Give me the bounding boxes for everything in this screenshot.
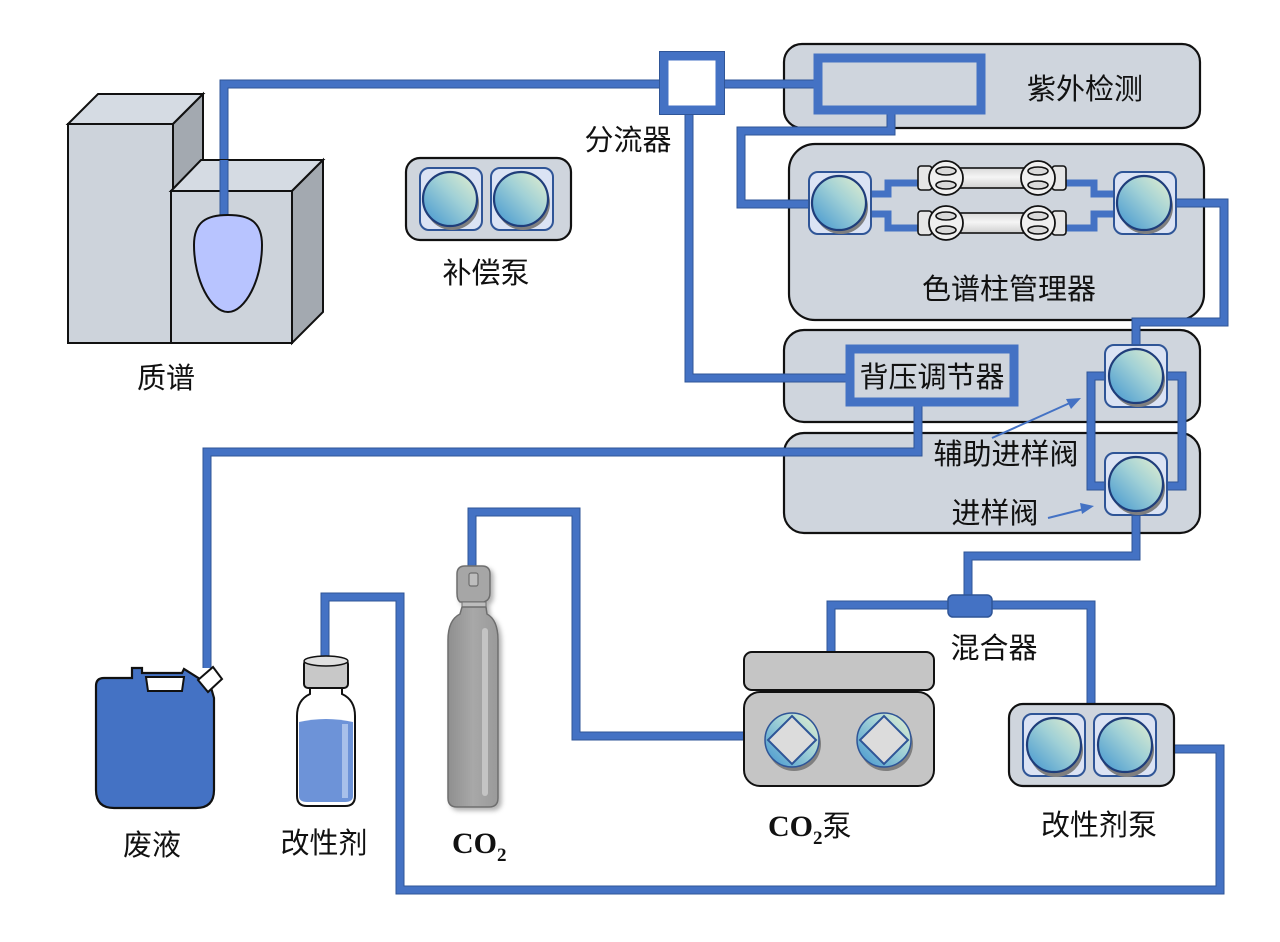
label-co2-cylinder: CO2 [452,827,507,866]
column-icon [917,205,1067,241]
uv-flow-cell [813,53,986,115]
pump-head-icon [1096,716,1154,774]
makeup-pump [404,156,573,242]
splitter [659,51,725,115]
label-waste: 废液 [123,828,181,862]
label-mixer: 混合器 [950,631,1037,665]
co2-cylinder-icon [447,565,499,808]
label-modifier: 改性剂 [280,826,367,860]
label-makeup-pump: 补偿泵 [442,256,529,290]
injection-panel [782,431,1202,535]
chromatography-columns [917,160,1067,241]
pipe-mixer-co2pump [826,600,950,652]
mass-spectrometer [65,91,326,346]
pump-head-icon [764,712,821,771]
label-injection-valve: 进样阀 [951,496,1038,530]
pump-head-icon [856,712,913,771]
valve-icon [1115,174,1173,232]
ion-source-icon [192,213,264,314]
valve-icon [810,174,868,232]
label-column-manager: 色谱柱管理器 [922,272,1096,306]
label-aux-injection-valve: 辅助进样阀 [933,437,1078,471]
label-mass-spec: 质谱 [137,361,195,395]
label-splitter: 分流器 [584,123,671,157]
injection-valve [1104,452,1168,516]
column-icon [917,160,1067,196]
waste-container-icon [94,665,224,810]
valve-icon [1107,455,1165,513]
modifier-bottle-icon [296,655,356,807]
co2-pump [743,651,935,787]
modifier-pump [1007,702,1176,788]
label-modifier-pump: 改性剂泵 [1041,808,1157,842]
label-uv-detector: 紫外检测 [1027,72,1143,106]
pipes [202,79,1229,895]
valve-icon [1107,347,1165,405]
label-bpr: 背压调节器 [859,360,1004,394]
pump-head-icon [421,170,479,228]
pipe-cylinder-co2pump [467,507,745,741]
back-pressure-regulator [845,344,1019,407]
aux-injection-valve [1104,344,1168,408]
arrow-aux-valve [991,398,1081,439]
mixer [947,594,993,618]
pump-head-icon [1025,716,1083,774]
label-co2-pump: CO2泵 [768,809,852,849]
column-manager-valves [808,171,1177,235]
pump-head-icon [492,170,550,228]
arrow-injection-valve [1047,503,1094,519]
